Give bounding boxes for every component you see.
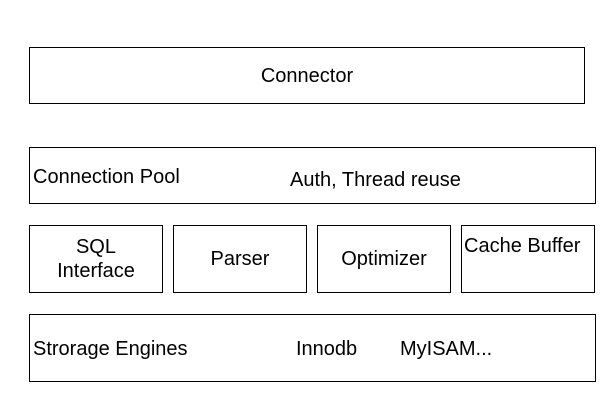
connection-pool-box: Connection Pool Auth, Thread reuse: [29, 147, 596, 204]
connector-label: Connector: [260, 64, 354, 87]
optimizer-label: Optimizer: [341, 248, 427, 270]
storage-engines-box: Strorage Engines Innodb MyISAM...: [29, 314, 596, 382]
connection-pool-detail: Auth, Thread reuse: [290, 169, 461, 191]
connector-box: Connector: [29, 47, 585, 104]
storage-engines-label: Strorage Engines: [33, 338, 188, 360]
storage-engine-innodb: Innodb: [296, 338, 358, 360]
sql-interface-line-1: SQL: [75, 236, 116, 258]
parser-box: Parser: [173, 225, 307, 293]
sql-interface-box: SQL Interface: [29, 225, 163, 293]
optimizer-box: Optimizer: [317, 225, 451, 293]
cache-buffer-box: Cache Buffer: [461, 225, 595, 293]
sql-interface-label: SQL Interface: [57, 235, 135, 283]
sql-interface-line-2: Interface: [57, 260, 135, 282]
cache-buffer-label: Cache Buffer: [464, 235, 581, 257]
connection-pool-label: Connection Pool: [33, 166, 180, 188]
parser-label: Parser: [210, 248, 270, 270]
storage-engine-myisam: MyISAM...: [400, 338, 493, 360]
